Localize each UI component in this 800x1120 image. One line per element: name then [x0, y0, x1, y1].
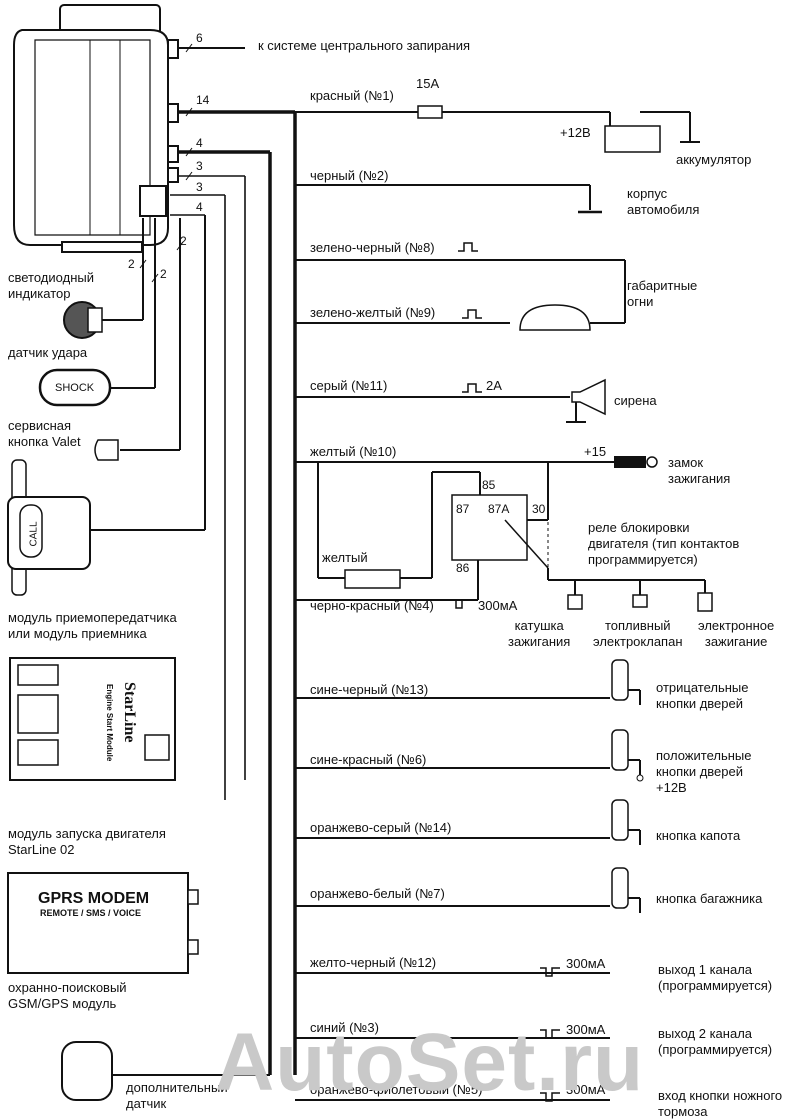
- brake-label: вход кнопки ножного тормоза: [658, 1088, 783, 1119]
- parking-lights-label: габаритные огни: [627, 278, 698, 309]
- valet-label: сервисная кнопка Valet: [8, 418, 81, 449]
- hood-label: кнопка капота: [656, 828, 741, 843]
- ch2-current-label: 300мА: [566, 1022, 606, 1037]
- wire-count-led: 2: [128, 257, 135, 271]
- wire-black-label: черный (№2): [310, 168, 389, 183]
- gprs-subtitle: REMOTE / SMS / VOICE: [40, 908, 142, 918]
- wire-orange-white-label: оранжево-белый (№7): [310, 886, 445, 901]
- ignition-key-icon: [614, 456, 646, 468]
- neg-door-label: отрицательные кнопки дверей: [656, 680, 749, 711]
- siren-label: сирена: [614, 393, 657, 408]
- pin-30: 30: [532, 502, 546, 516]
- led-indicator-label: светодиодный индикатор: [8, 270, 94, 301]
- wire-blue-red-label: сине-красный (№6): [310, 752, 427, 767]
- wire-orange-violet-label: оранжево-фиолетовый (№5): [310, 1082, 483, 1097]
- wire-count-4a: 4: [196, 136, 203, 150]
- siren-icon: [571, 378, 606, 416]
- siren-current-label: 2A: [486, 378, 502, 393]
- pin-87a: 87A: [488, 502, 510, 516]
- wire-count-4b: 4: [196, 200, 203, 214]
- wire-green-yellow-label: зелено-желтый (№9): [310, 305, 436, 320]
- fuel-valve-label: топливный электроклапан: [593, 618, 683, 649]
- extra-sensor-label: дополнительный датчик: [126, 1080, 228, 1111]
- wire-yellow-black-label: желто-черный (№12): [310, 955, 437, 970]
- electronic-ignition-label: электронное зажигание: [698, 618, 775, 649]
- battery-icon: [604, 125, 661, 153]
- extra-sensor-icon: [61, 1041, 113, 1101]
- valet-button-icon: [94, 439, 119, 461]
- pin-85: 85: [482, 478, 496, 492]
- ch2-label: выход 2 канала (программируется): [658, 1026, 773, 1057]
- shock-sensor-label: датчик удара: [8, 345, 88, 360]
- wire-count-shock: 2: [160, 267, 167, 281]
- pin-87: 87: [456, 502, 470, 516]
- wire-count-valet: 2: [180, 234, 187, 248]
- trunk-label: кнопка багажника: [656, 891, 763, 906]
- brake-current-label: 300мА: [566, 1082, 606, 1097]
- wire-yellow-label: желтый (№10): [310, 444, 397, 459]
- wire-green-black-label: зелено-черный (№8): [310, 240, 435, 255]
- wire-count-3b: 3: [196, 180, 203, 194]
- wire-count-6: 6: [196, 31, 203, 45]
- transceiver-label: модуль приемопередатчика или модуль прие…: [8, 610, 177, 641]
- yellow-label: желтый: [322, 550, 368, 565]
- engine-start-label: модуль запуска двигателя StarLine 02: [8, 826, 166, 857]
- gprs-modem-icon: [7, 872, 189, 974]
- starline-brand: StarLine: [121, 682, 138, 743]
- wire-blue-black-label: сине-черный (№13): [310, 682, 429, 697]
- gsm-module-label: охранно-поисковый GSM/GPS модуль: [8, 980, 127, 1011]
- wire-count-3a: 3: [196, 159, 203, 173]
- fuse-label: 15A: [416, 76, 440, 91]
- pin-86: 86: [456, 561, 470, 575]
- starline-sub: Engine Start Module: [105, 684, 114, 762]
- relay-block-label: реле блокировки двигателя (тип контактов…: [588, 520, 740, 567]
- ch1-label: выход 1 канала (программируется): [658, 962, 773, 993]
- ignition-lock-label: замок зажигания: [668, 455, 731, 486]
- relay-icon: [451, 494, 528, 561]
- ch1-current-label: 300мА: [566, 956, 606, 971]
- plus15-label: +15: [584, 444, 607, 459]
- call-text: CALL: [28, 521, 40, 547]
- wire-red-label: красный (№1): [310, 88, 394, 103]
- battery-label: аккумулятор: [676, 152, 752, 167]
- shock-button-text: SHOCK: [55, 382, 95, 394]
- wire-blue-label: синий (№3): [310, 1020, 379, 1035]
- shock-sensor-icon: [38, 368, 112, 407]
- wire-black-red-label: черно-красный (№4): [310, 598, 434, 613]
- wire-orange-grey-label: оранжево-серый (№14): [310, 820, 452, 835]
- car-icon: [519, 304, 591, 331]
- wire-grey-label: серый (№11): [310, 378, 388, 393]
- gprs-title: GPRS MODEM: [38, 890, 150, 907]
- plus12-label: +12В: [560, 125, 591, 140]
- pos-door-label: положительные кнопки дверей +12В: [656, 748, 752, 795]
- wire-count-14: 14: [196, 93, 210, 107]
- central-lock-label: к системе центрального запирания: [258, 38, 470, 53]
- body-ground-label: корпус автомобиля: [627, 186, 700, 217]
- black-red-current-label: 300мА: [478, 598, 518, 613]
- coil-label: катушка зажигания: [508, 618, 571, 649]
- alarm-main-unit: [13, 4, 179, 253]
